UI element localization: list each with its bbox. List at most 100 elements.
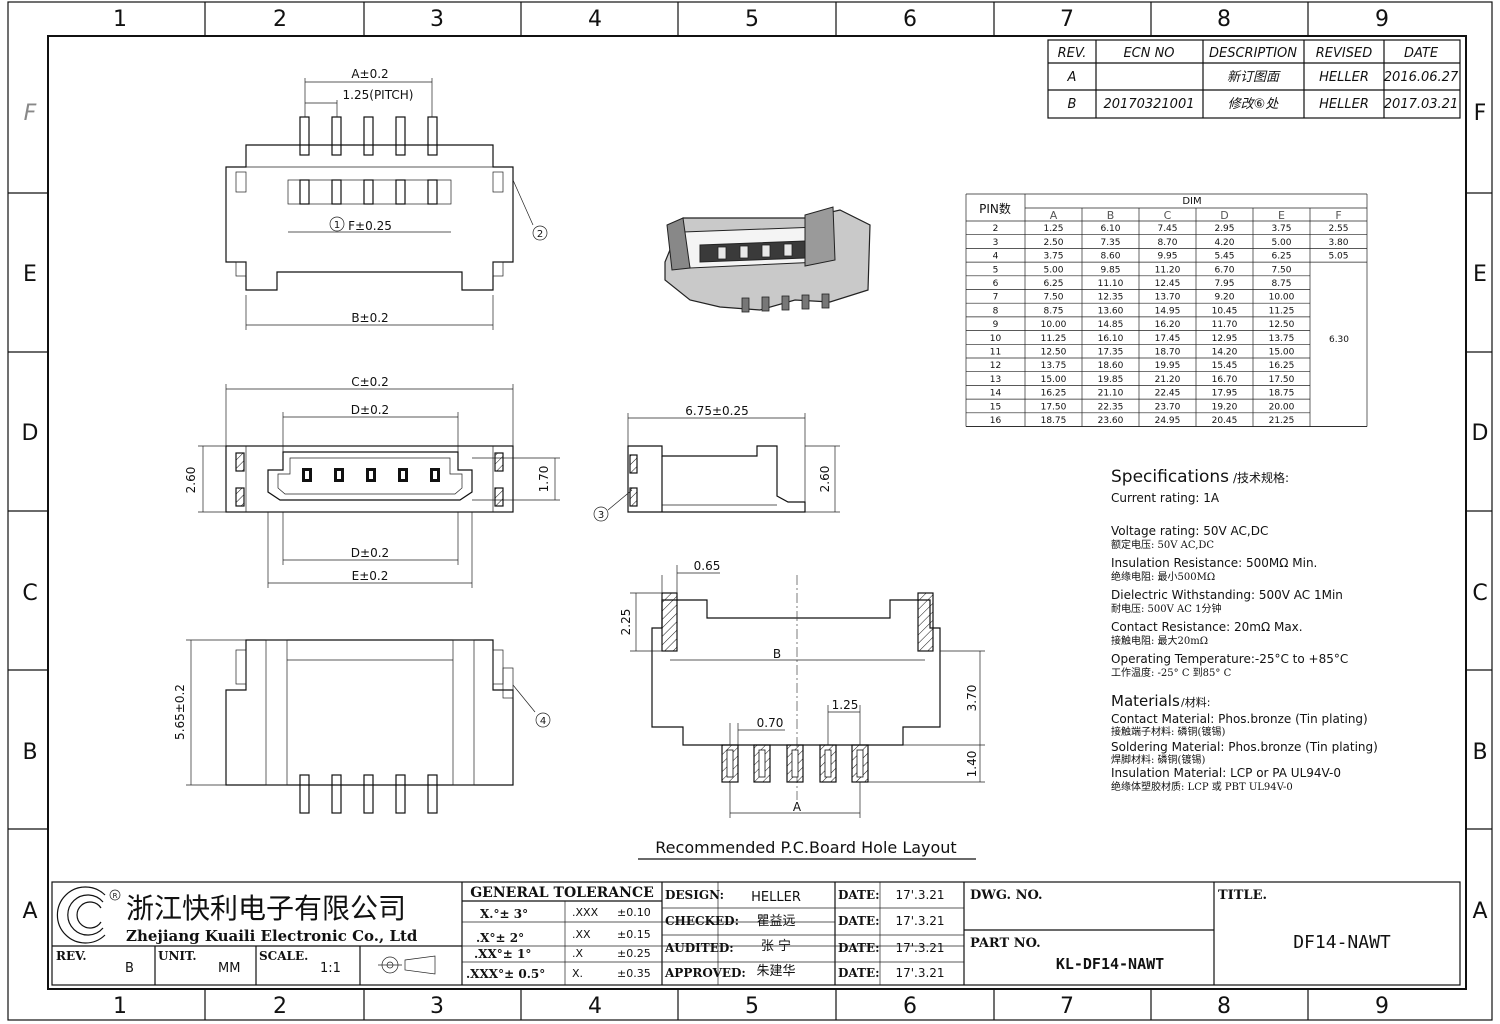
dim-cell: 15.00	[1041, 375, 1067, 385]
spec-title: Specifications	[1111, 467, 1229, 487]
col-label: 3	[430, 994, 444, 1019]
row-label: C	[22, 581, 37, 606]
row-label: A	[1472, 899, 1487, 924]
dim-label: 0.65	[694, 559, 721, 573]
dim-cell: 16.20	[1155, 320, 1181, 330]
dim-cell: 20.45	[1212, 416, 1238, 426]
callout-number: 1	[334, 220, 340, 231]
dwg-no-label: DWG. NO.	[970, 888, 1043, 903]
revision-table: REV. ECN NO DESCRIPTION REVISED DATE A 新…	[1047, 39, 1461, 119]
top-view: A±0.2 1.25(PITCH) F±0.25 B±0.2 1 2	[225, 67, 548, 330]
dim-label: 2.60	[184, 467, 198, 494]
spec-line: Operating Temperature:-25°C to +85°C	[1111, 652, 1348, 666]
dim-cell: 5	[993, 265, 999, 275]
dim-cell: 4.20	[1214, 238, 1234, 248]
rev-header: ECN NO	[1123, 46, 1174, 61]
row-label: F	[1474, 101, 1487, 126]
dim-cell: 6	[993, 279, 999, 289]
col-label: 7	[1060, 994, 1074, 1019]
dim-cell: 5.00	[1043, 265, 1063, 275]
col-label: 5	[745, 994, 759, 1019]
front-view: C±0.2 D±0.2 2.60 1.70 D±0.2 E±0.2	[184, 375, 560, 588]
dim-cell: 5.45	[1214, 252, 1234, 262]
dim-cell: 12.45	[1155, 279, 1181, 289]
dim-cell: 9	[993, 320, 999, 330]
row-label: D	[1472, 421, 1489, 446]
dim-cell: 13	[990, 375, 1001, 385]
dim-col-header: D	[1220, 209, 1228, 222]
col-label: 2	[273, 994, 287, 1019]
dim-cell: 21.25	[1269, 416, 1295, 426]
tol-col: X.	[572, 967, 583, 980]
dim-cell: 23.60	[1098, 416, 1124, 426]
material-line: Soldering Material: Phos.bronze (Tin pla…	[1111, 740, 1378, 754]
dim-cell: 14	[990, 389, 1002, 399]
date-label: DATE:	[838, 914, 880, 928]
spec-line-cn: 额定电压: 50V AC,DC	[1111, 538, 1214, 551]
tol-col: .X	[572, 947, 583, 960]
dim-cell: 7.95	[1214, 279, 1234, 289]
rev-cell: 20170321001	[1104, 97, 1195, 112]
role-label: DESIGN:	[665, 888, 724, 902]
dim-cell: 7	[993, 293, 999, 303]
date-value: 17'.3.21	[895, 914, 944, 928]
spec-line: Dielectric Withstanding: 500V AC 1Min	[1111, 588, 1343, 602]
dim-header: DIM	[1182, 196, 1201, 207]
dim-cell: 6.25	[1043, 279, 1063, 289]
spec-line-cn: 绝缘电阻: 最小500MΩ	[1111, 570, 1215, 583]
dim-cell: 9.85	[1100, 265, 1120, 275]
dim-cell: 17.35	[1098, 348, 1124, 358]
company-name-en: Zhejiang Kuaili Electronic Co., Ltd	[126, 927, 418, 945]
col-label: 5	[745, 7, 759, 32]
col-label: 8	[1217, 994, 1231, 1019]
dim-label: C±0.2	[351, 375, 389, 389]
dim-cell: 8.70	[1157, 238, 1177, 248]
unit-label: UNIT.	[158, 949, 197, 963]
dim-label: 1.40	[965, 751, 979, 778]
dim-cell: 9.95	[1157, 252, 1177, 262]
rev-cell: HELLER	[1319, 97, 1369, 112]
connector-iso-image	[664, 206, 871, 313]
tol-angle: .XX°± 1°	[474, 947, 531, 961]
row-label: E	[1473, 262, 1487, 287]
pcb-caption: Recommended P.C.Board Hole Layout	[655, 838, 956, 857]
tol-val: ±0.35	[617, 967, 651, 980]
dim-cell: 5.00	[1271, 238, 1291, 248]
dim-label: B±0.2	[351, 311, 388, 325]
date-value: 17'.3.21	[895, 966, 944, 980]
dim-cell: 2	[993, 224, 999, 234]
dim-cell: 15.00	[1269, 348, 1295, 358]
material-line-cn: 绝缘体塑胶材质: LCP 或 PBT UL94V-0	[1111, 780, 1293, 793]
dim-cell: 17.95	[1212, 389, 1238, 399]
dim-label: D±0.2	[351, 546, 389, 560]
dim-cell: 1.25	[1043, 224, 1063, 234]
dim-col-header: C	[1164, 209, 1172, 222]
dim-cell: 7.50	[1043, 293, 1063, 303]
dim-label: 5.65±0.2	[173, 684, 187, 740]
dim-cell: 6.25	[1271, 252, 1291, 262]
dim-label: 6.75±0.25	[685, 404, 749, 418]
pcb-layout: 0.65 2.25 B 3.70 1.25 0.70 1.40 A Recomm…	[619, 559, 985, 860]
col-label: 6	[903, 7, 917, 32]
scale-label: SCALE.	[259, 949, 308, 963]
dim-cell: 7.35	[1100, 238, 1120, 248]
material-line: Insulation Material: LCP or PA UL94V-0	[1111, 766, 1341, 780]
company-name-cn: 浙江快利电子有限公司	[126, 892, 406, 925]
dim-cell: 16.10	[1098, 334, 1124, 344]
rev-cell: 修改⑥处	[1228, 97, 1280, 112]
dim-cell: 10.00	[1041, 320, 1067, 330]
spec-line-cn: 耐电压: 500V AC 1分钟	[1111, 602, 1221, 615]
callout-number: 3	[598, 510, 604, 521]
dim-cell: 20.00	[1269, 402, 1295, 412]
tol-angle: .XXX°± 0.5°	[466, 967, 545, 981]
dim-cell: 11.25	[1041, 334, 1067, 344]
spec-line: Current rating: 1A	[1111, 491, 1220, 505]
dim-cell: 2.50	[1043, 238, 1063, 248]
spec-line-cn: 工作温度: -25° C 到85° C	[1111, 666, 1232, 679]
col-label: 7	[1060, 7, 1074, 32]
tol-angle: X.°± 3°	[480, 907, 528, 921]
rev-cell: B	[1068, 97, 1077, 112]
dim-cell: 8.60	[1100, 252, 1120, 262]
dim-cell: 8	[993, 306, 999, 316]
